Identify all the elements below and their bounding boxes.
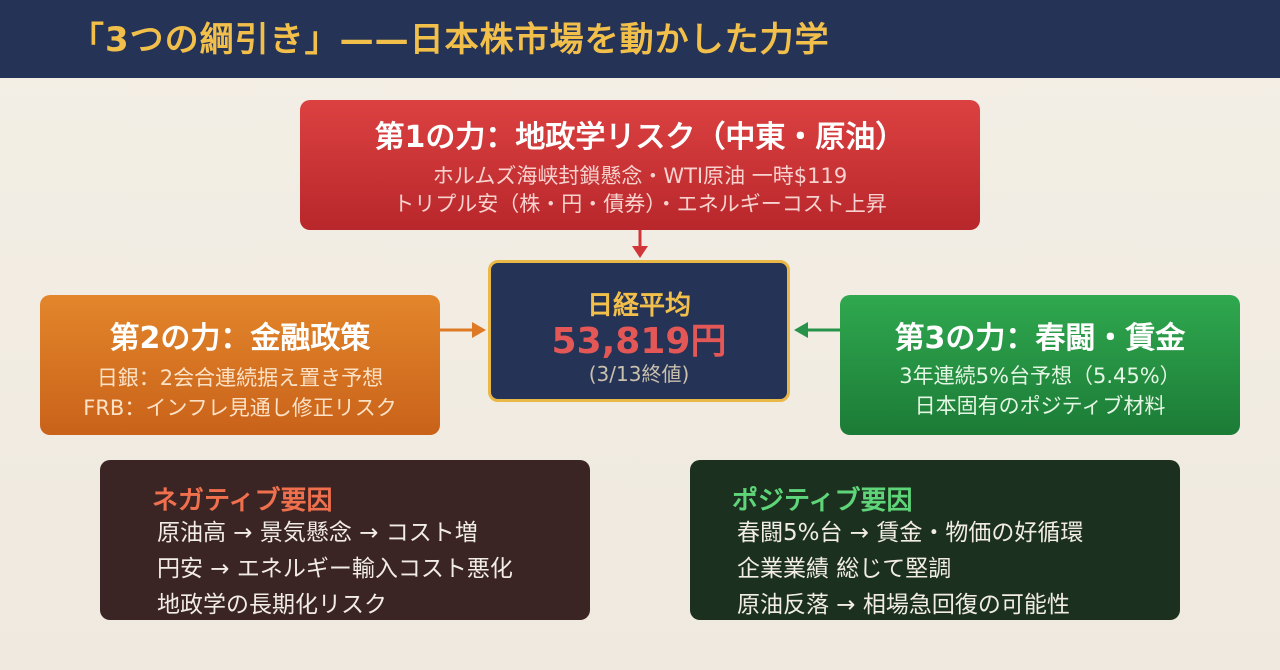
nikkei-center-box: 日経平均 53,819円 (3/13終値) <box>488 260 790 402</box>
force2-line: FRB：インフレ見通し修正リスク <box>83 396 397 420</box>
force1-box: 第1の力：地政学リスク（中東・原油） ホルムズ海峡封鎖懸念・WTI原油 一時$1… <box>300 100 980 230</box>
force3-line: 日本固有のポジティブ材料 <box>914 394 1166 418</box>
header-bar: 「3つの綱引き」——日本株市場を動かした力学 <box>0 0 1280 78</box>
center-value: 53,819円 <box>551 321 727 362</box>
force3-box: 第3の力：春闘・賃金 3年連続5%台予想（5.45%） 日本固有のポジティブ材料 <box>840 295 1240 435</box>
positive-factors-panel: ポジティブ要因 春闘5%台 → 賃金・物価の好循環 企業業績 総じて堅調 原油反… <box>690 460 1180 620</box>
positive-list: 春闘5%台 → 賃金・物価の好循環 企業業績 総じて堅調 原油反落 → 相場急回… <box>737 515 1083 623</box>
negative-title: ネガティブ要因 <box>152 486 333 516</box>
arrowhead-force3 <box>794 322 808 338</box>
arrowhead-force1 <box>632 246 648 258</box>
arrowhead-force2 <box>472 322 486 338</box>
list-item: 企業業績 総じて堅調 <box>737 556 952 582</box>
list-item: 原油反落 → 相場急回復の可能性 <box>737 592 1070 618</box>
force3-line: 3年連続5%台予想（5.45%） <box>899 364 1181 388</box>
force2-box: 第2の力：金融政策 日銀：2会合連続据え置き予想 FRB：インフレ見通し修正リス… <box>40 295 440 435</box>
negative-list: 原油高 → 景気懸念 → コスト増 円安 → エネルギー輸入コスト悪化 地政学の… <box>157 515 513 623</box>
positive-title: ポジティブ要因 <box>732 486 913 516</box>
list-item: 地政学の長期化リスク <box>157 592 387 618</box>
center-subtitle: (3/13終値) <box>588 362 690 386</box>
page-title: 「3つの綱引き」——日本株市場を動かした力学 <box>70 20 830 60</box>
list-item: 春闘5%台 → 賃金・物価の好循環 <box>737 520 1084 546</box>
center-title: 日経平均 <box>586 291 691 321</box>
negative-factors-panel: ネガティブ要因 原油高 → 景気懸念 → コスト増 円安 → エネルギー輸入コス… <box>100 460 590 620</box>
force2-title: 第2の力：金融政策 <box>109 321 371 356</box>
list-item: 原油高 → 景気懸念 → コスト増 <box>157 520 478 546</box>
force3-title: 第3の力：春闘・賃金 <box>894 321 1186 356</box>
force1-title: 第1の力：地政学リスク（中東・原油） <box>374 120 906 155</box>
force2-line: 日銀：2会合連続据え置き予想 <box>96 366 384 390</box>
force1-line: トリプル安（株・円・債券）・エネルギーコスト上昇 <box>393 192 887 216</box>
force1-line: ホルムズ海峡封鎖懸念・WTI原油 一時$119 <box>432 164 848 188</box>
list-item: 円安 → エネルギー輸入コスト悪化 <box>157 556 513 582</box>
